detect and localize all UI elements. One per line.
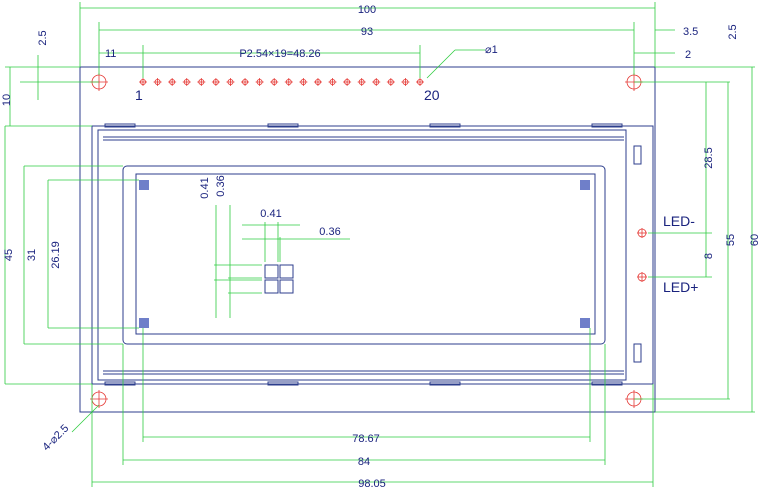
- labels: 100 93 3.5 11 P2.54×19=48.26 ⌀1 2 1 20 2…: [1, 4, 760, 489]
- pin-header: [139, 78, 424, 86]
- label-right-edge-2: 2: [685, 49, 691, 61]
- label-pin-first: 1: [135, 87, 143, 103]
- header-pin: [197, 78, 206, 86]
- label-top-margin: 2.5: [37, 30, 49, 45]
- header-pin: [211, 78, 220, 86]
- label-dim-98-05: 98.05: [358, 478, 386, 489]
- dot-detail: [214, 205, 350, 318]
- header-pin: [416, 78, 424, 86]
- corner-dot-blocks: [139, 180, 590, 328]
- label-right-offset: 3.5: [683, 26, 698, 38]
- header-pin: [343, 78, 352, 86]
- header-pin: [241, 78, 250, 86]
- led-pins: [637, 228, 647, 282]
- label-dim-84: 84: [358, 456, 370, 468]
- dimension-lines: [4, 2, 755, 487]
- mounting-holes: [90, 73, 643, 408]
- header-pin: [299, 78, 308, 86]
- label-dot-w1: 0.41: [260, 208, 281, 220]
- header-pin: [168, 78, 177, 86]
- label-dim-28-5: 28.5: [703, 147, 715, 168]
- label-dim-8: 8: [703, 253, 715, 259]
- label-dim-55: 55: [725, 234, 737, 246]
- header-pin: [270, 78, 279, 86]
- label-led-plus: LED+: [663, 279, 698, 295]
- label-dot-w2: 0.36: [319, 226, 340, 238]
- label-pin-pitch: P2.54×19=48.26: [239, 48, 320, 60]
- header-pin: [284, 78, 293, 86]
- header-pin: [313, 78, 322, 86]
- header-pin: [226, 78, 235, 86]
- header-pin: [153, 78, 162, 86]
- label-dot-h2: 0.36: [215, 175, 227, 196]
- label-dim-78-67: 78.67: [352, 433, 380, 445]
- header-pin: [182, 78, 191, 86]
- bezel-frame: [91, 123, 654, 386]
- header-pin: [255, 78, 264, 86]
- label-dim-26-19: 26.19: [50, 241, 62, 269]
- label-dim-31: 31: [26, 249, 38, 261]
- header-pin: [139, 78, 147, 86]
- label-mount-holes: 4-⌀2.5: [40, 422, 71, 453]
- label-pin-last: 20: [424, 87, 440, 103]
- viewing-area: [122, 165, 606, 345]
- label-top-10: 10: [1, 94, 13, 106]
- label-width-total: 100: [358, 4, 376, 16]
- label-dim-60: 60: [749, 234, 760, 246]
- header-pin: [401, 78, 410, 86]
- label-width-holes: 93: [361, 26, 373, 38]
- label-pin-diameter: ⌀1: [485, 44, 498, 56]
- label-right-margin-top: 2.5: [727, 24, 739, 39]
- label-pin1-offset: 11: [105, 48, 116, 60]
- header-pin: [386, 78, 395, 86]
- pcb-outline: [79, 66, 656, 413]
- header-pin: [328, 78, 337, 86]
- header-pin: [372, 78, 381, 86]
- header-pin: [357, 78, 366, 86]
- label-dim-45: 45: [3, 249, 15, 261]
- label-dot-h1: 0.41: [199, 177, 211, 198]
- label-led-minus: LED-: [663, 213, 695, 229]
